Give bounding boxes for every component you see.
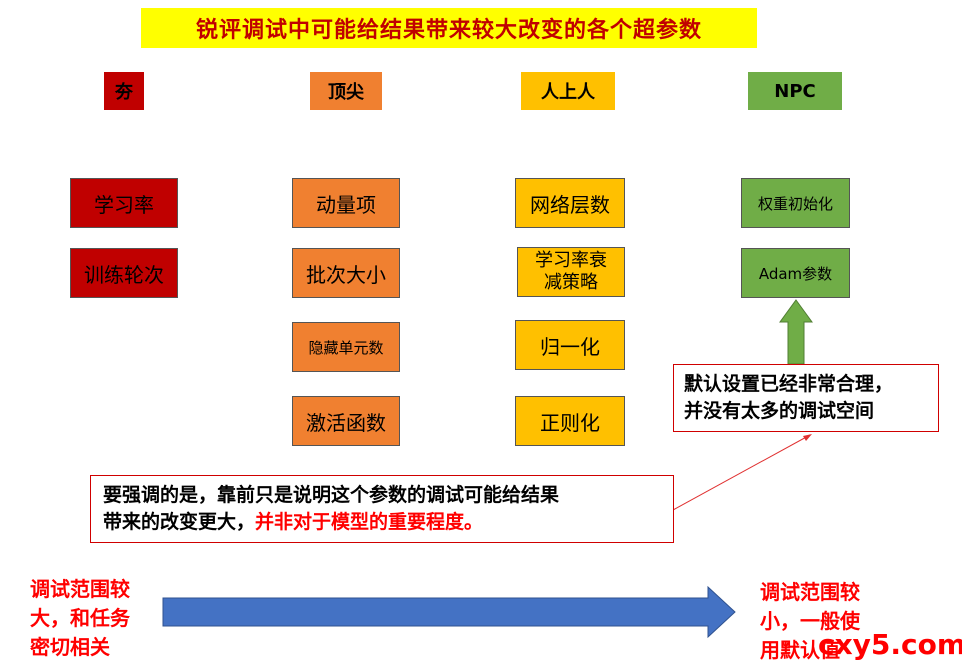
callout-arrow-line xyxy=(672,434,811,511)
range-right-line3: 用默认值 xyxy=(760,638,840,662)
range-left-label: 调试范围较 大，和任务 密切相关 xyxy=(30,575,160,662)
param-activation: 激活函数 xyxy=(292,396,400,446)
param-adam: Adam参数 xyxy=(741,248,850,298)
range-right-line1: 调试范围较 xyxy=(760,580,860,604)
main-note: 要强调的是，靠前只是说明这个参数的调试可能给结果 带来的改变更大，并非对于模型的… xyxy=(90,475,674,543)
param-lr-decay: 学习率衰减策略 xyxy=(517,247,625,297)
tier-header-hang: 夯 xyxy=(104,72,144,110)
npc-note-line2: 并没有太多的调试空间 xyxy=(684,400,875,422)
param-regularization: 正则化 xyxy=(515,396,625,446)
callout-arrow-head xyxy=(803,434,812,441)
param-hidden-units: 隐藏单元数 xyxy=(292,322,400,372)
param-batch-size: 批次大小 xyxy=(292,248,400,298)
range-left-line2: 大，和任务 xyxy=(30,606,130,630)
npc-note-line1: 默认设置已经非常合理， xyxy=(684,373,894,395)
param-epochs: 训练轮次 xyxy=(70,248,178,298)
range-arrow xyxy=(162,585,736,639)
param-momentum: 动量项 xyxy=(292,178,400,228)
watermark: cxy5.com xyxy=(818,628,962,661)
range-right-line2: 小，一般使 xyxy=(760,609,860,633)
range-left-line1: 调试范围较 xyxy=(30,577,130,601)
param-normalization: 归一化 xyxy=(515,320,625,370)
green-up-arrow xyxy=(779,299,813,365)
range-right-label: 调试范围较 小，一般使 用默认值 xyxy=(760,578,890,665)
page-title: 锐评调试中可能给结果带来较大改变的各个超参数 xyxy=(141,8,757,48)
main-note-line2-a: 带来的改变更大， xyxy=(103,511,256,533)
npc-note: 默认设置已经非常合理， 并没有太多的调试空间 xyxy=(673,364,939,432)
range-left-line3: 密切相关 xyxy=(30,635,110,659)
param-weight-init: 权重初始化 xyxy=(741,178,850,228)
param-num-layers: 网络层数 xyxy=(515,178,625,228)
main-note-line2-b: 并非对于模型的重要程度。 xyxy=(255,511,484,533)
tier-header-top: 顶尖 xyxy=(310,72,382,110)
tier-header-rsr: 人上人 xyxy=(521,72,615,110)
main-note-line2: 带来的改变更大，并非对于模型的重要程度。 xyxy=(103,509,663,536)
main-note-line1: 要强调的是，靠前只是说明这个参数的调试可能给结果 xyxy=(103,484,560,506)
tier-header-npc: NPC xyxy=(748,72,842,110)
param-learning-rate: 学习率 xyxy=(70,178,178,228)
